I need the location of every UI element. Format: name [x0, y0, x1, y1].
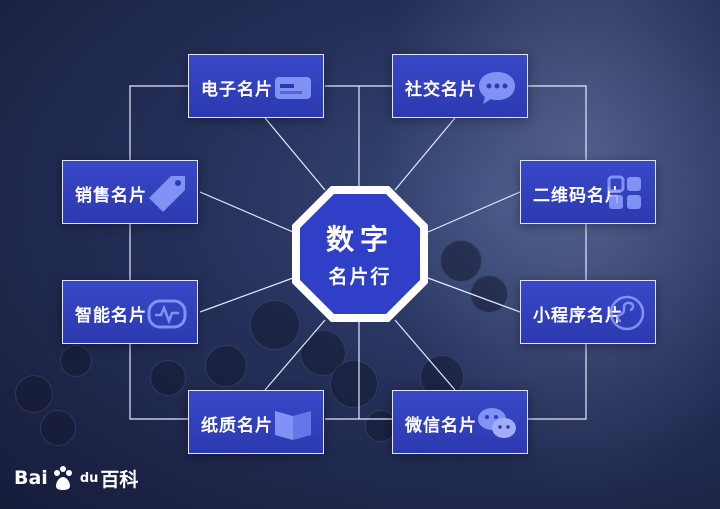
chat-bubble-icon: [475, 67, 519, 107]
node-qrcode-card[interactable]: 二维码名片: [520, 160, 656, 224]
watermark-text-right: 百科: [100, 465, 138, 492]
paw-icon: [50, 464, 78, 492]
node-label: 纸质名片: [201, 411, 273, 436]
node-label: 智能名片: [75, 301, 147, 326]
node-label: 社交名片: [405, 75, 477, 100]
watermark-text-left: Bai: [14, 467, 48, 489]
wechat-icon: [475, 403, 519, 443]
node-wechat-card[interactable]: 微信名片: [392, 390, 528, 454]
node-miniprogram-card[interactable]: 小程序名片: [520, 280, 656, 344]
qr-code-icon: [603, 173, 647, 213]
node-label: 销售名片: [75, 181, 147, 206]
node-smart-card[interactable]: 智能名片: [62, 280, 198, 344]
book-icon: [271, 403, 315, 443]
node-electronic-card[interactable]: 电子名片: [188, 54, 324, 118]
node-sales-card[interactable]: 销售名片: [62, 160, 198, 224]
center-subtitle: 名片行: [290, 262, 430, 289]
center-title: 数字: [290, 218, 430, 258]
node-label: 电子名片: [201, 75, 273, 100]
card-icon: [271, 67, 315, 107]
node-paper-card[interactable]: 纸质名片: [188, 390, 324, 454]
robot-icon: [145, 293, 189, 333]
watermark-text-middle: du: [80, 471, 99, 486]
tag-icon: [145, 173, 189, 213]
baidu-baike-watermark: Bai du 百科: [14, 458, 138, 498]
mini-program-icon: [603, 293, 647, 333]
node-label: 微信名片: [405, 411, 477, 436]
node-social-card[interactable]: 社交名片: [392, 54, 528, 118]
